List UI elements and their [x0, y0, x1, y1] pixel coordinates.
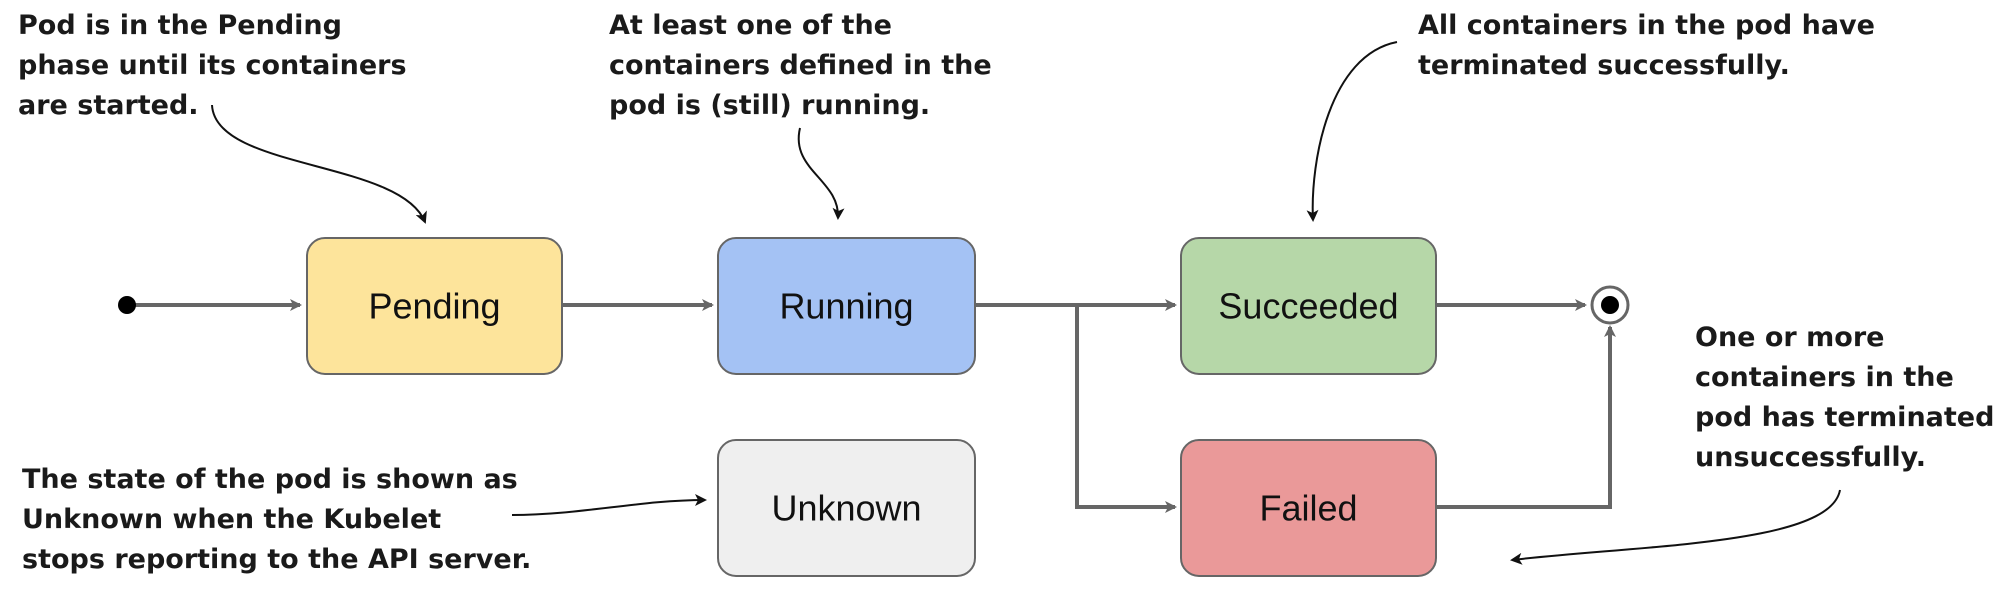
unknown-annotation-line: stops reporting to the API server.	[22, 544, 531, 575]
failed-annotation-pointer	[1510, 489, 1841, 565]
state-running-box	[717, 237, 976, 375]
unknown-annotation-pointer	[511, 494, 707, 516]
succeeded-annotation-line: terminated successfully.	[1418, 50, 1790, 81]
state-unknown-label: Unknown	[771, 488, 921, 529]
pending-annotation-pointer	[211, 104, 427, 224]
state-succeeded: Succeeded	[1180, 237, 1437, 375]
failed-annotation: One or more containers in the pod has te…	[1695, 322, 2000, 473]
failed-to-end-arrow	[1436, 325, 1616, 509]
pending-annotation-line: are started.	[18, 90, 199, 121]
succeeded-annotation-line: All containers in the pod have	[1418, 10, 1875, 41]
running-to-failed-arrow	[1075, 305, 1177, 513]
succeeded-annotation: All containers in the pod have terminate…	[1418, 10, 1884, 81]
running-annotation-pointer	[797, 127, 845, 220]
pending-annotation-line: Pod is in the Pending	[18, 10, 342, 41]
pending-annotation: Pod is in the Pending phase until its co…	[18, 10, 416, 121]
state-succeeded-label: Succeeded	[1218, 286, 1398, 327]
state-pending-box	[306, 237, 563, 375]
failed-annotation-line: containers in the	[1695, 362, 1954, 393]
state-running: Running	[717, 237, 976, 375]
failed-annotation-line: unsuccessfully.	[1695, 442, 1926, 473]
state-failed-label: Failed	[1259, 488, 1357, 529]
state-unknown: Unknown	[717, 439, 976, 577]
state-failed: Failed	[1180, 439, 1437, 577]
state-pending-label: Pending	[368, 286, 500, 327]
state-unknown-box	[717, 439, 976, 577]
state-running-label: Running	[779, 286, 913, 327]
unknown-annotation: The state of the pod is shown as Unknown…	[22, 464, 531, 575]
state-succeeded-box	[1180, 237, 1437, 375]
unknown-annotation-line: Unknown when the Kubelet	[22, 504, 441, 535]
failed-annotation-line: pod has terminated	[1695, 402, 1994, 433]
unknown-annotation-line: The state of the pod is shown as	[22, 464, 518, 495]
start-node	[118, 296, 136, 314]
failed-annotation-line: One or more	[1695, 322, 1884, 353]
state-failed-box	[1180, 439, 1437, 577]
succeeded-annotation-pointer	[1306, 41, 1398, 222]
running-annotation-line: At least one of the	[609, 10, 892, 41]
state-pending: Pending	[306, 237, 563, 375]
running-annotation-line: containers defined in the	[609, 50, 992, 81]
running-annotation: At least one of the containers defined i…	[609, 10, 1001, 121]
pending-annotation-line: phase until its containers	[18, 50, 407, 81]
running-annotation-line: pod is (still) running.	[609, 90, 930, 121]
end-node	[1590, 285, 1630, 325]
